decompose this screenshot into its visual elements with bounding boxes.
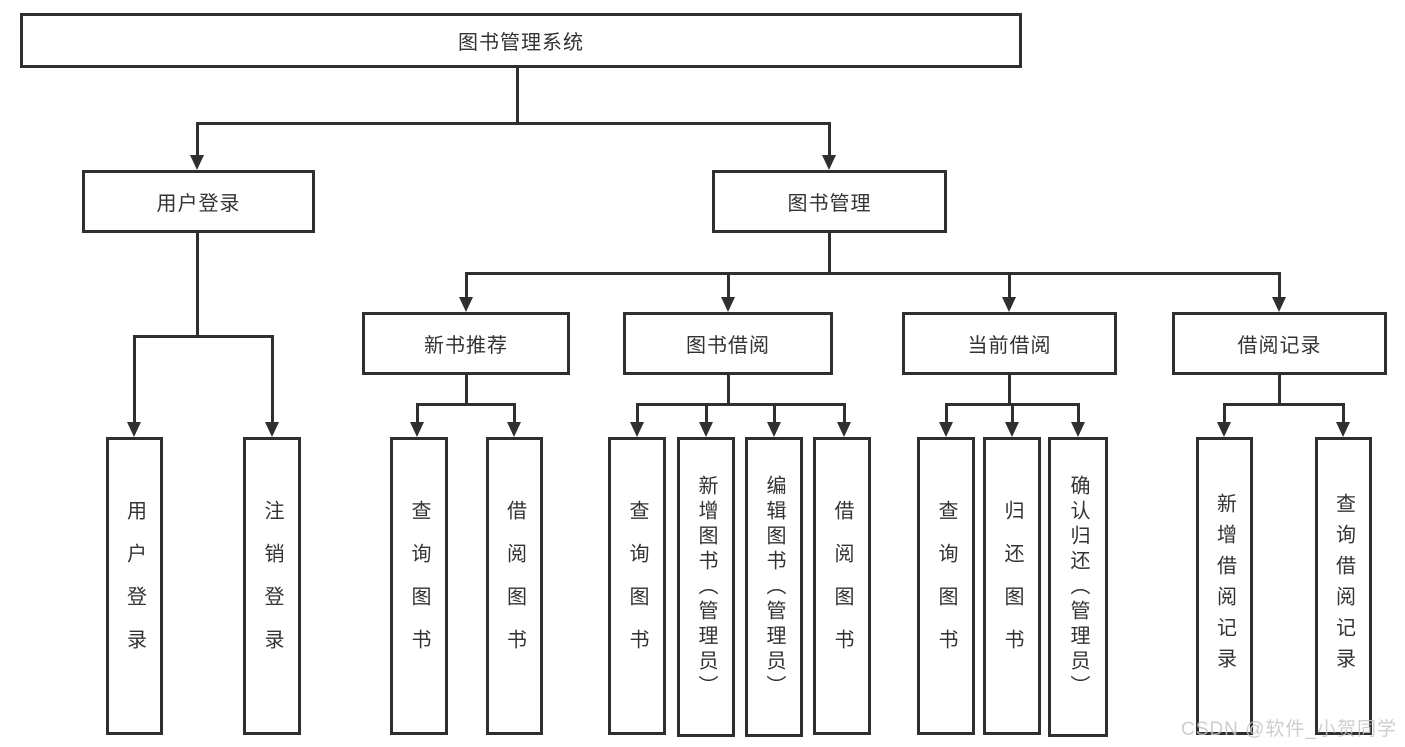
connector-arrow-shaft [1077,403,1080,423]
connector-section-bus [416,403,516,406]
connector-arrow-shaft [843,403,846,423]
connector-section-bus [1223,403,1345,406]
node-new-book-recommend: 新书推荐 [362,312,570,375]
leaf-borrow-query: 查询图书 [608,437,666,735]
leaf-current-return-label: 归还图书 [1001,500,1023,672]
connector-section-stem [1008,375,1011,405]
arrow-down-icon [1217,422,1231,437]
leaf-borrow-add-admin: 新增图书（管理员） [677,437,735,737]
arrow-down-icon [721,297,735,312]
connector-arrow-shaft [196,122,199,156]
leaf-current-confirm-admin: 确认归还（管理员） [1048,437,1108,737]
connector-user-login-stem [196,233,199,337]
connector-level2-bus [196,122,831,125]
leaf-records-add-label: 新增借阅记录 [1213,493,1236,679]
leaf-borrow-query-label: 查询图书 [626,500,648,672]
arrow-down-icon [265,422,279,437]
connector-arrow-shaft [1011,403,1014,423]
connector-arrow-shaft [465,272,468,298]
leaf-borrow-edit-admin: 编辑图书（管理员） [745,437,803,737]
connector-arrow-shaft [705,403,708,423]
leaf-borrow-add-admin-label: 新增图书（管理员） [695,474,717,700]
leaf-borrow-borrow: 借阅图书 [813,437,871,735]
leaf-records-query-label: 查询借阅记录 [1332,493,1355,679]
arrow-down-icon [459,297,473,312]
connector-section-stem [727,375,730,405]
connector-book-mgmt-stem [828,233,831,274]
connector-root-stem [516,68,519,124]
node-book-mgmt-label: 图书管理 [787,193,872,215]
arrow-down-icon [507,422,521,437]
leaf-user-login-label: 用户登录 [123,500,146,672]
arrow-down-icon [630,422,644,437]
connector-arrow-shaft [1008,272,1011,298]
arrow-down-icon [1336,422,1350,437]
node-new-book-recommend-label: 新书推荐 [424,335,508,357]
node-borrow-records-label: 借阅记录 [1237,335,1322,357]
leaf-current-return: 归还图书 [983,437,1041,735]
connector-arrow-shaft [513,403,516,423]
connector-arrow-shaft [133,335,136,423]
connector-arrow-shaft [416,403,419,423]
node-root: 图书管理系统 [20,13,1022,68]
leaf-current-query: 查询图书 [917,437,975,735]
leaf-logout: 注销登录 [243,437,301,735]
connector-arrow-shaft [636,403,639,423]
connector-arrow-shaft [1278,272,1281,298]
connector-level3-bus [465,272,1281,275]
leaf-borrow-borrow-label: 借阅图书 [831,500,853,672]
node-root-label: 图书管理系统 [458,32,584,54]
connector-section-stem [1278,375,1281,405]
node-current-borrow-label: 当前借阅 [967,335,1052,357]
arrow-down-icon [837,422,851,437]
node-book-borrow: 图书借阅 [623,312,833,375]
connector-section-bus [636,403,846,406]
connector-arrow-shaft [271,335,274,423]
arrow-down-icon [1005,422,1019,437]
arrow-down-icon [939,422,953,437]
leaf-newbooks-borrow-label: 借阅图书 [503,500,526,672]
leaf-logout-label: 注销登录 [261,500,283,672]
leaf-records-query: 查询借阅记录 [1315,437,1372,735]
node-book-borrow-label: 图书借阅 [686,335,770,357]
node-current-borrow: 当前借阅 [902,312,1117,375]
connector-arrow-shaft [1223,403,1226,423]
leaf-newbooks-borrow: 借阅图书 [486,437,543,735]
arrow-down-icon [1002,297,1016,312]
arrow-down-icon [699,422,713,437]
connector-user-login-bus [133,335,274,338]
arrow-down-icon [767,422,781,437]
arrow-down-icon [1272,297,1286,312]
node-user-login: 用户登录 [82,170,315,233]
leaf-user-login: 用户登录 [106,437,163,735]
connector-arrow-shaft [945,403,948,423]
arrow-down-icon [822,155,836,170]
arrow-down-icon [127,422,141,437]
node-borrow-records: 借阅记录 [1172,312,1387,375]
connector-arrow-shaft [773,403,776,423]
connector-arrow-shaft [1342,403,1345,423]
leaf-current-query-label: 查询图书 [935,500,957,672]
node-book-mgmt: 图书管理 [712,170,947,233]
arrow-down-icon [410,422,424,437]
leaf-newbooks-query-label: 查询图书 [408,500,430,672]
connector-arrow-shaft [727,272,730,298]
node-user-login-label: 用户登录 [156,193,241,215]
leaf-current-confirm-admin-label: 确认归还（管理员） [1067,474,1089,700]
arrow-down-icon [190,155,204,170]
csdn-watermark: CSDN @软件_小贺同学 [1181,719,1397,740]
connector-arrow-shaft [828,122,831,156]
leaf-records-add: 新增借阅记录 [1196,437,1253,735]
leaf-borrow-edit-admin-label: 编辑图书（管理员） [763,474,785,700]
arrow-down-icon [1071,422,1085,437]
leaf-newbooks-query: 查询图书 [390,437,448,735]
connector-section-stem [465,375,468,405]
